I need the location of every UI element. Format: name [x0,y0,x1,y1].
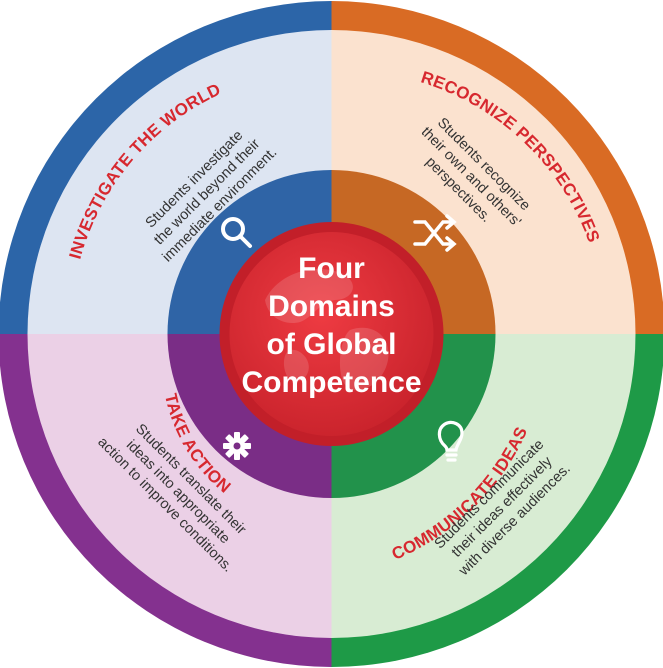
center-line-1: Four [298,252,365,285]
magnifier-icon [221,217,252,248]
center-line-2: Domains [268,290,395,323]
gear-icon [223,432,251,460]
center-title: Four Domains of Global Competence [241,252,421,399]
shuffle-icon [413,214,457,252]
center-circle [229,232,434,436]
lightbulb-icon [437,420,464,462]
center-line-3: of Global [267,328,397,361]
center-line-4: Competence [241,366,421,399]
globe-watermark [265,268,389,391]
